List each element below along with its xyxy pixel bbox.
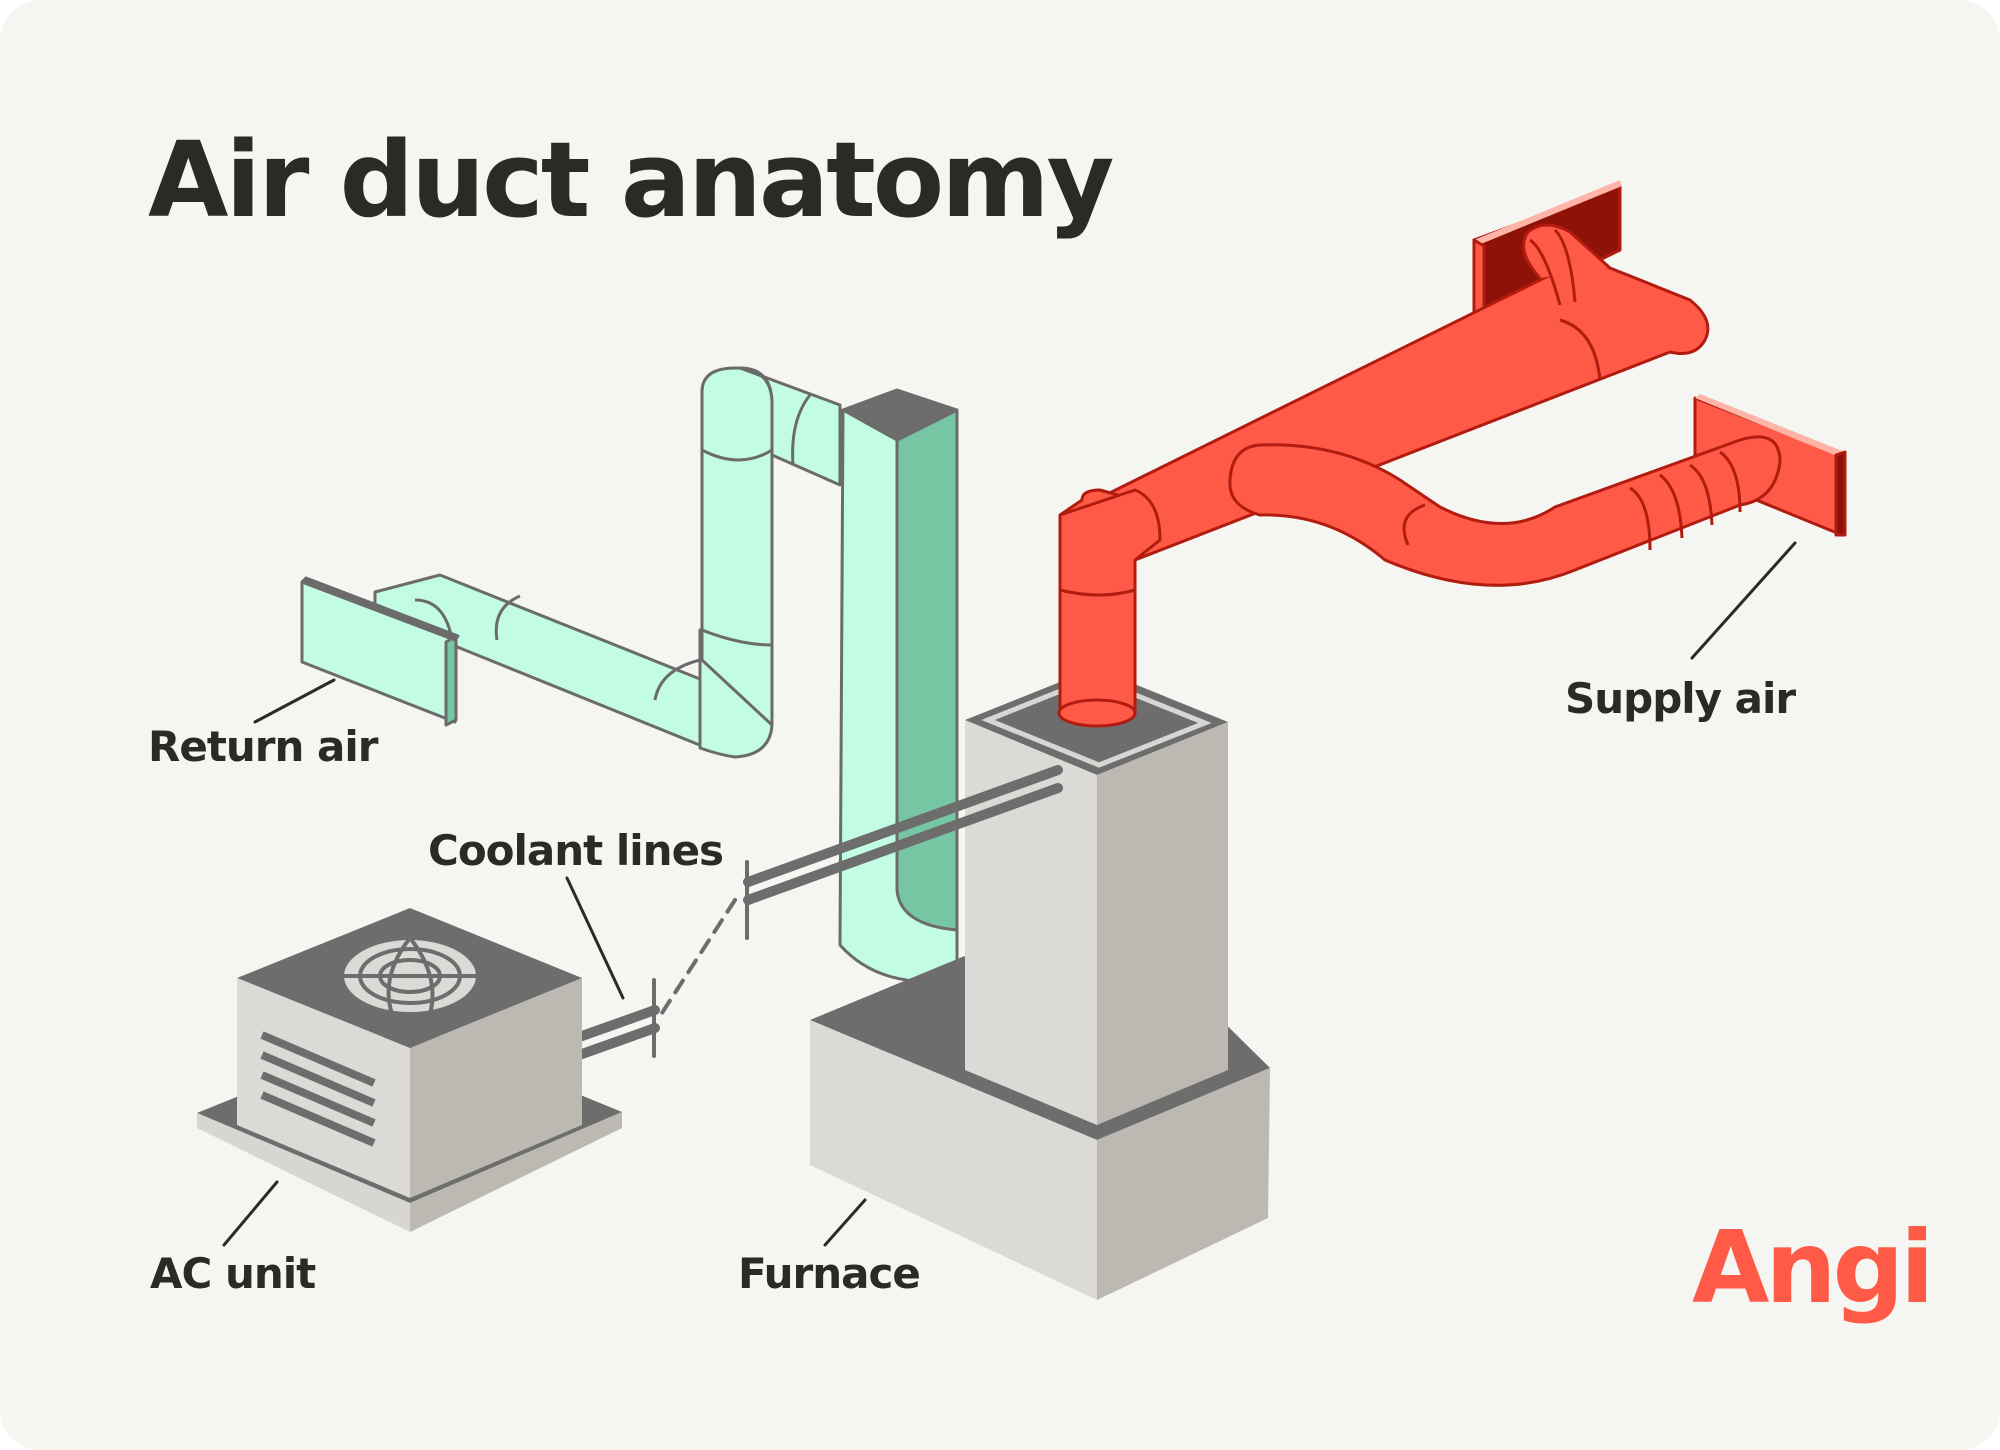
furnace-base-side [1097, 1068, 1270, 1300]
furnace-label: Furnace [738, 1249, 921, 1298]
return-air-label: Return air [148, 722, 378, 771]
furnace-body-side [1097, 722, 1228, 1125]
furnace-body-front [965, 720, 1097, 1125]
ac-unit [197, 908, 622, 1232]
ac-vent-icon [260, 1031, 376, 1147]
ac-unit-label: AC unit [150, 1249, 316, 1298]
ac-fan-icon [340, 936, 480, 1016]
coolant-lines-label: Coolant lines [428, 826, 724, 875]
coolant-lines [577, 765, 1063, 1059]
angi-logo: Angi [1692, 1218, 1934, 1318]
furnace-base-front [810, 1020, 1097, 1300]
supply-air-duct [1057, 180, 1847, 728]
furnace [810, 668, 1270, 1300]
angi-logo-text: Angi [1692, 1209, 1934, 1326]
page-title: Air duct anatomy [148, 119, 1114, 241]
supply-air-label: Supply air [1565, 674, 1796, 723]
